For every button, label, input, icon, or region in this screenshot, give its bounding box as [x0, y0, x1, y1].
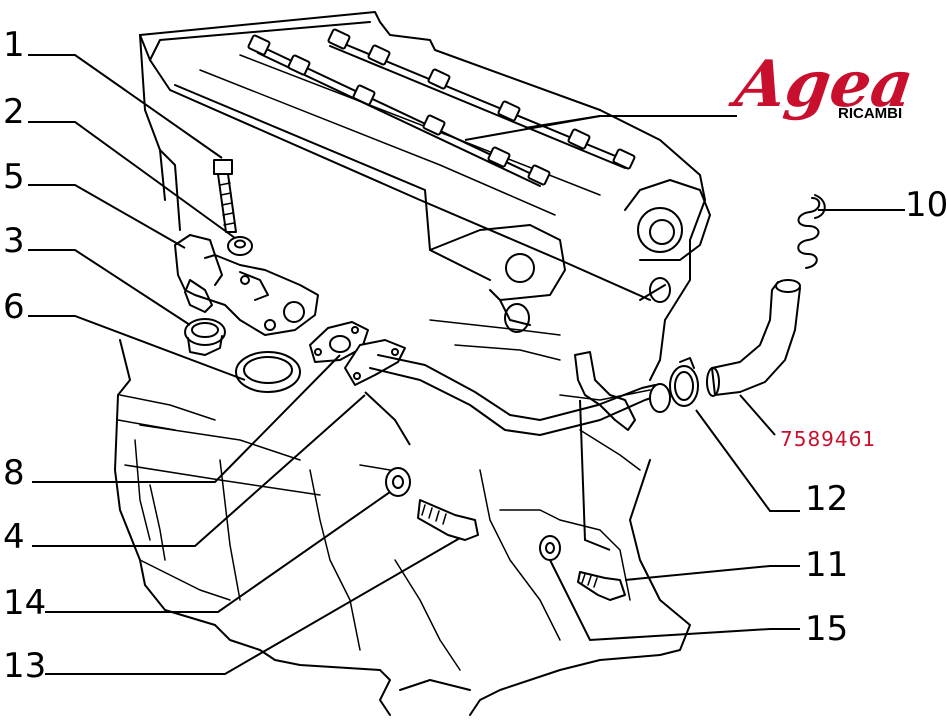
leader-lines — [28, 54, 905, 675]
spark-plug-rail — [247, 28, 636, 187]
bolt-part-11 — [577, 571, 626, 601]
callout-label-12: 12 — [805, 479, 848, 519]
logo-brand-text: Agea — [725, 47, 918, 122]
agea-ricambi-logo: Agea RICAMBI — [725, 47, 918, 122]
callout-label-13: 13 — [3, 646, 46, 686]
logo-sub-text: RICAMBI — [838, 105, 902, 122]
engine-block-drawing — [114, 11, 711, 716]
callout-label-8: 8 — [3, 453, 25, 493]
callout-label-10: 10 — [905, 185, 947, 225]
callout-label-6: 6 — [3, 287, 25, 327]
bolt-part-13 — [417, 499, 479, 541]
coolant-pipe-part-4 — [344, 339, 671, 436]
callout-label-15: 15 — [805, 609, 848, 649]
o-ring-part-6 — [235, 351, 301, 393]
washer-part-2 — [227, 236, 253, 256]
washer-part-15 — [539, 535, 561, 561]
washer-part-14 — [385, 467, 411, 497]
hose-clamp-part-12 — [669, 357, 699, 407]
part-number-label: 7589461 — [780, 427, 876, 451]
callout-label-5: 5 — [3, 157, 25, 197]
seal-ring-part-3 — [184, 318, 226, 356]
callout-label-2: 2 — [3, 92, 25, 132]
gasket-part-8 — [309, 321, 369, 363]
bolt-part-1 — [213, 159, 237, 233]
callout-label-3: 3 — [3, 221, 25, 261]
callout-label-11: 11 — [805, 545, 848, 585]
coolant-hose-part — [706, 279, 801, 397]
callout-label-1: 1 — [3, 25, 25, 65]
callout-numbers: 1 2 5 3 6 8 4 14 13 10 12 11 15 — [3, 25, 947, 686]
callout-label-14: 14 — [3, 583, 46, 623]
callout-label-4: 4 — [3, 517, 25, 557]
spring-part-10 — [797, 194, 826, 269]
thermostat-housing-part-5 — [174, 234, 319, 336]
